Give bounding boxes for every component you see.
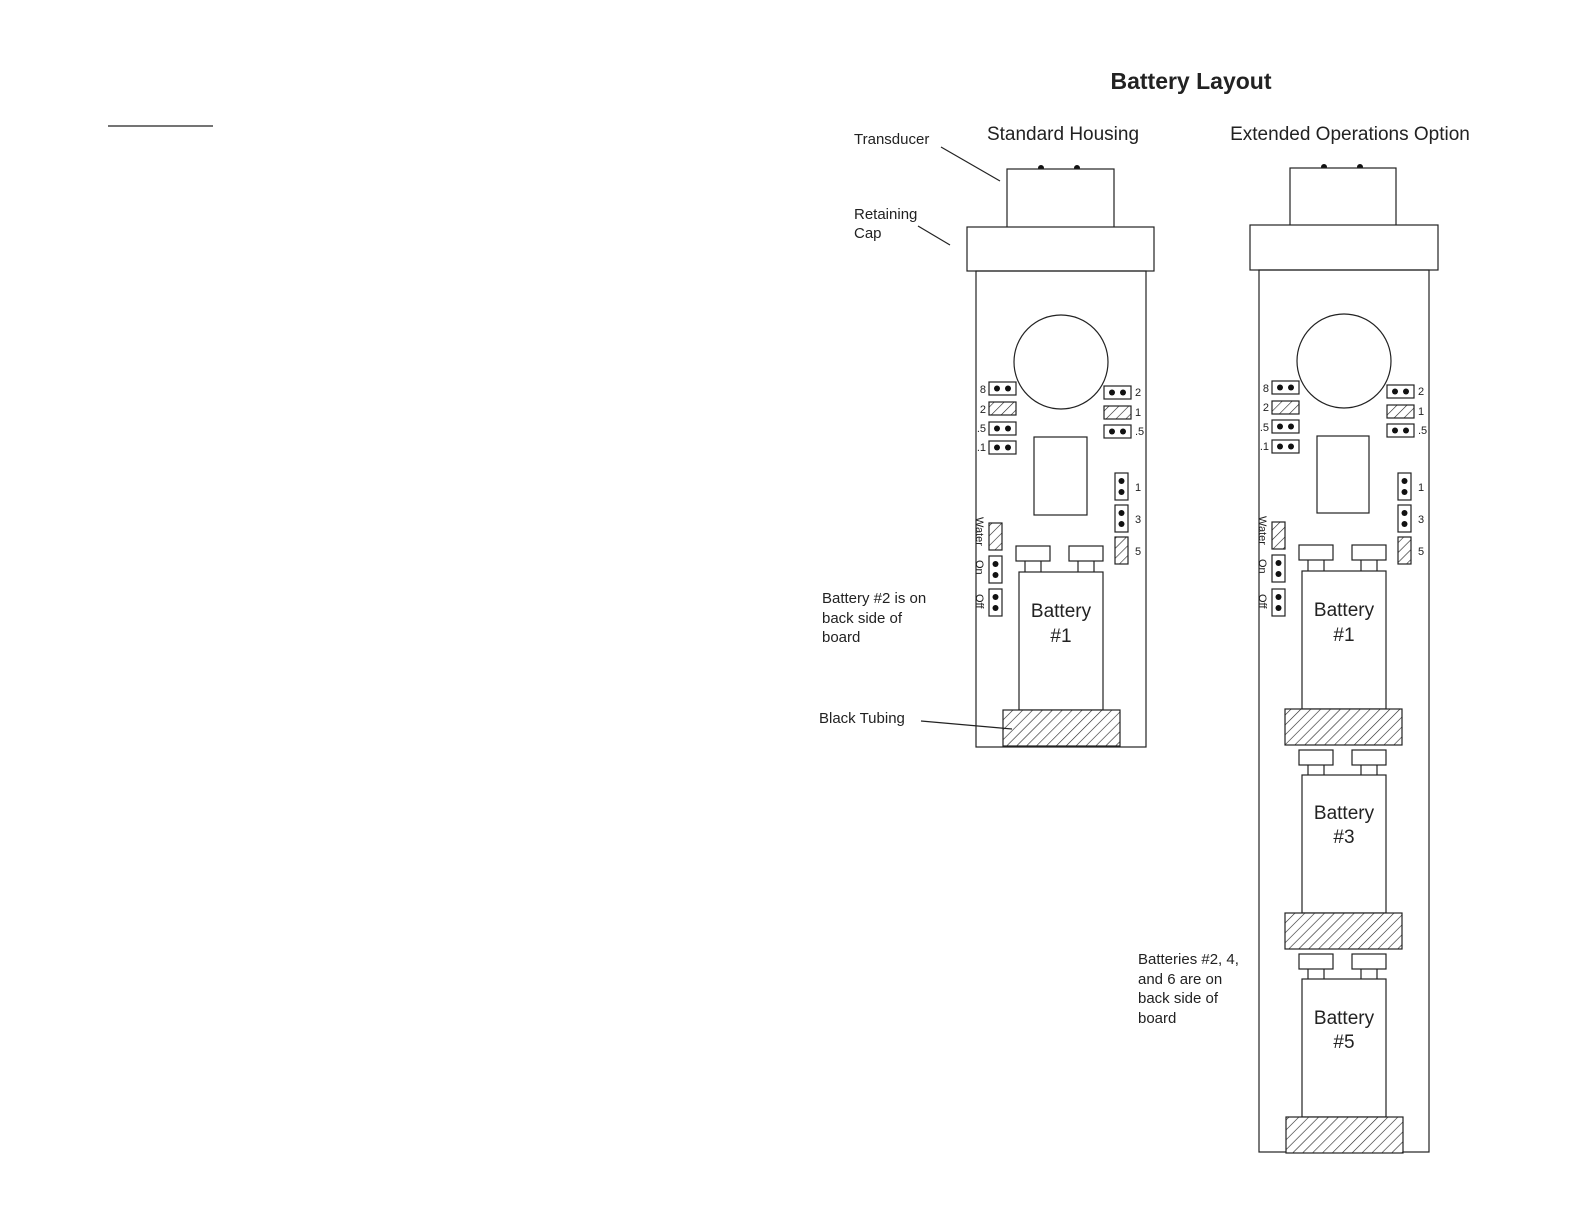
battery-5-extended-line2: #5 [1333, 1032, 1354, 1053]
jumper-label-vertical-2: 5 [1135, 546, 1141, 558]
mode-jumpers-extended: Water On Off [1256, 516, 1285, 616]
right-jumpers: 2 1 .5 [1104, 386, 1144, 438]
battery-3-extended-line2: #3 [1333, 827, 1354, 848]
left-jumpers-extended: 8 2 .5 .1 [1260, 381, 1299, 453]
jumper-label-right-2: .5 [1135, 426, 1144, 438]
label-retaining-cap-line2: Cap [854, 225, 882, 242]
label-retaining-cap-line1: Retaining [854, 206, 917, 223]
retaining-cap [967, 227, 1154, 271]
note-batteries-line1: Batteries #2, 4, [1138, 951, 1239, 968]
chip [1034, 437, 1087, 515]
sensor-circle-extended [1297, 314, 1391, 408]
leader-retaining-cap [918, 226, 950, 245]
heading-extended-operations: Extended Operations Option [1230, 124, 1470, 145]
battery-1-standard-line1: Battery [1031, 601, 1092, 622]
mode-label-off-ext: Off [1256, 594, 1268, 609]
leader-black-tubing [921, 721, 1012, 729]
note-battery2-line1: Battery #2 is on [822, 590, 926, 607]
jumper-label-left-3: .1 [977, 442, 986, 454]
jumper-label-vertical-ext-1: 3 [1418, 514, 1424, 526]
jumper-label-right-1: 1 [1135, 407, 1141, 419]
sensor-circle [1014, 315, 1108, 409]
note-battery2-line3: board [822, 629, 860, 646]
mode-label-on: On [973, 560, 985, 575]
chip-extended [1317, 436, 1369, 513]
black-tubing-standard [1003, 710, 1120, 746]
jumper-label-left-ext-0: 8 [1263, 383, 1269, 395]
battery-1-extended-line1: Battery [1314, 600, 1375, 621]
transducer [1007, 169, 1114, 228]
left-jumpers: 8 2 .5 .1 [977, 382, 1016, 454]
jumper-label-right-0: 2 [1135, 387, 1141, 399]
jumper-label-right-ext-0: 2 [1418, 386, 1424, 398]
standard-housing: 8 2 .5 .1 2 1 .5 1 3 5 [967, 165, 1154, 747]
label-transducer: Transducer [854, 131, 929, 148]
jumper-label-vertical-ext-2: 5 [1418, 546, 1424, 558]
leader-transducer [941, 147, 1000, 181]
battery-5-extended-line1: Battery [1314, 1008, 1375, 1029]
mode-label-off: Off [973, 594, 985, 609]
jumper-label-vertical-0: 1 [1135, 482, 1141, 494]
note-batteries-line3: back side of [1138, 990, 1219, 1007]
diagram-title: Battery Layout [1110, 68, 1271, 94]
mode-label-on-ext: On [1256, 559, 1268, 574]
black-tubing-extended-3 [1286, 1117, 1403, 1153]
mode-jumpers: Water On Off [973, 517, 1002, 616]
black-tubing-extended-1 [1285, 709, 1402, 745]
heading-standard-housing: Standard Housing [987, 124, 1139, 145]
mode-label-water-ext: Water [1256, 516, 1268, 545]
jumper-label-left-1: 2 [980, 404, 986, 416]
vertical-jumpers: 1 3 5 [1115, 473, 1141, 564]
transducer-extended [1290, 168, 1396, 227]
jumper-label-left-0: 8 [980, 384, 986, 396]
label-black-tubing: Black Tubing [819, 710, 905, 727]
battery-1-standard-line2: #1 [1050, 626, 1071, 647]
battery-1-extended-line2: #1 [1333, 625, 1354, 646]
jumper-label-left-ext-2: .5 [1260, 422, 1269, 434]
black-tubing-extended-2 [1285, 913, 1402, 949]
note-battery2-line2: back side of [822, 610, 903, 627]
retaining-cap-extended [1250, 225, 1438, 270]
right-jumpers-extended: 2 1 .5 [1387, 385, 1427, 437]
jumper-label-left-2: .5 [977, 423, 986, 435]
note-batteries-line4: board [1138, 1010, 1176, 1027]
jumper-label-vertical-ext-0: 1 [1418, 482, 1424, 494]
jumper-label-right-ext-1: 1 [1418, 406, 1424, 418]
note-batteries-line2: and 6 are on [1138, 971, 1222, 988]
jumper-label-left-ext-1: 2 [1263, 402, 1269, 414]
extended-housing: 8 2 .5 .1 2 1 .5 1 3 5 [1250, 164, 1438, 1153]
jumper-label-vertical-1: 3 [1135, 514, 1141, 526]
vertical-jumpers-extended: 1 3 5 [1398, 473, 1424, 564]
mode-label-water: Water [973, 517, 985, 546]
jumper-label-right-ext-2: .5 [1418, 425, 1427, 437]
jumper-label-left-ext-3: .1 [1260, 441, 1269, 453]
battery-3-extended-line1: Battery [1314, 803, 1375, 824]
